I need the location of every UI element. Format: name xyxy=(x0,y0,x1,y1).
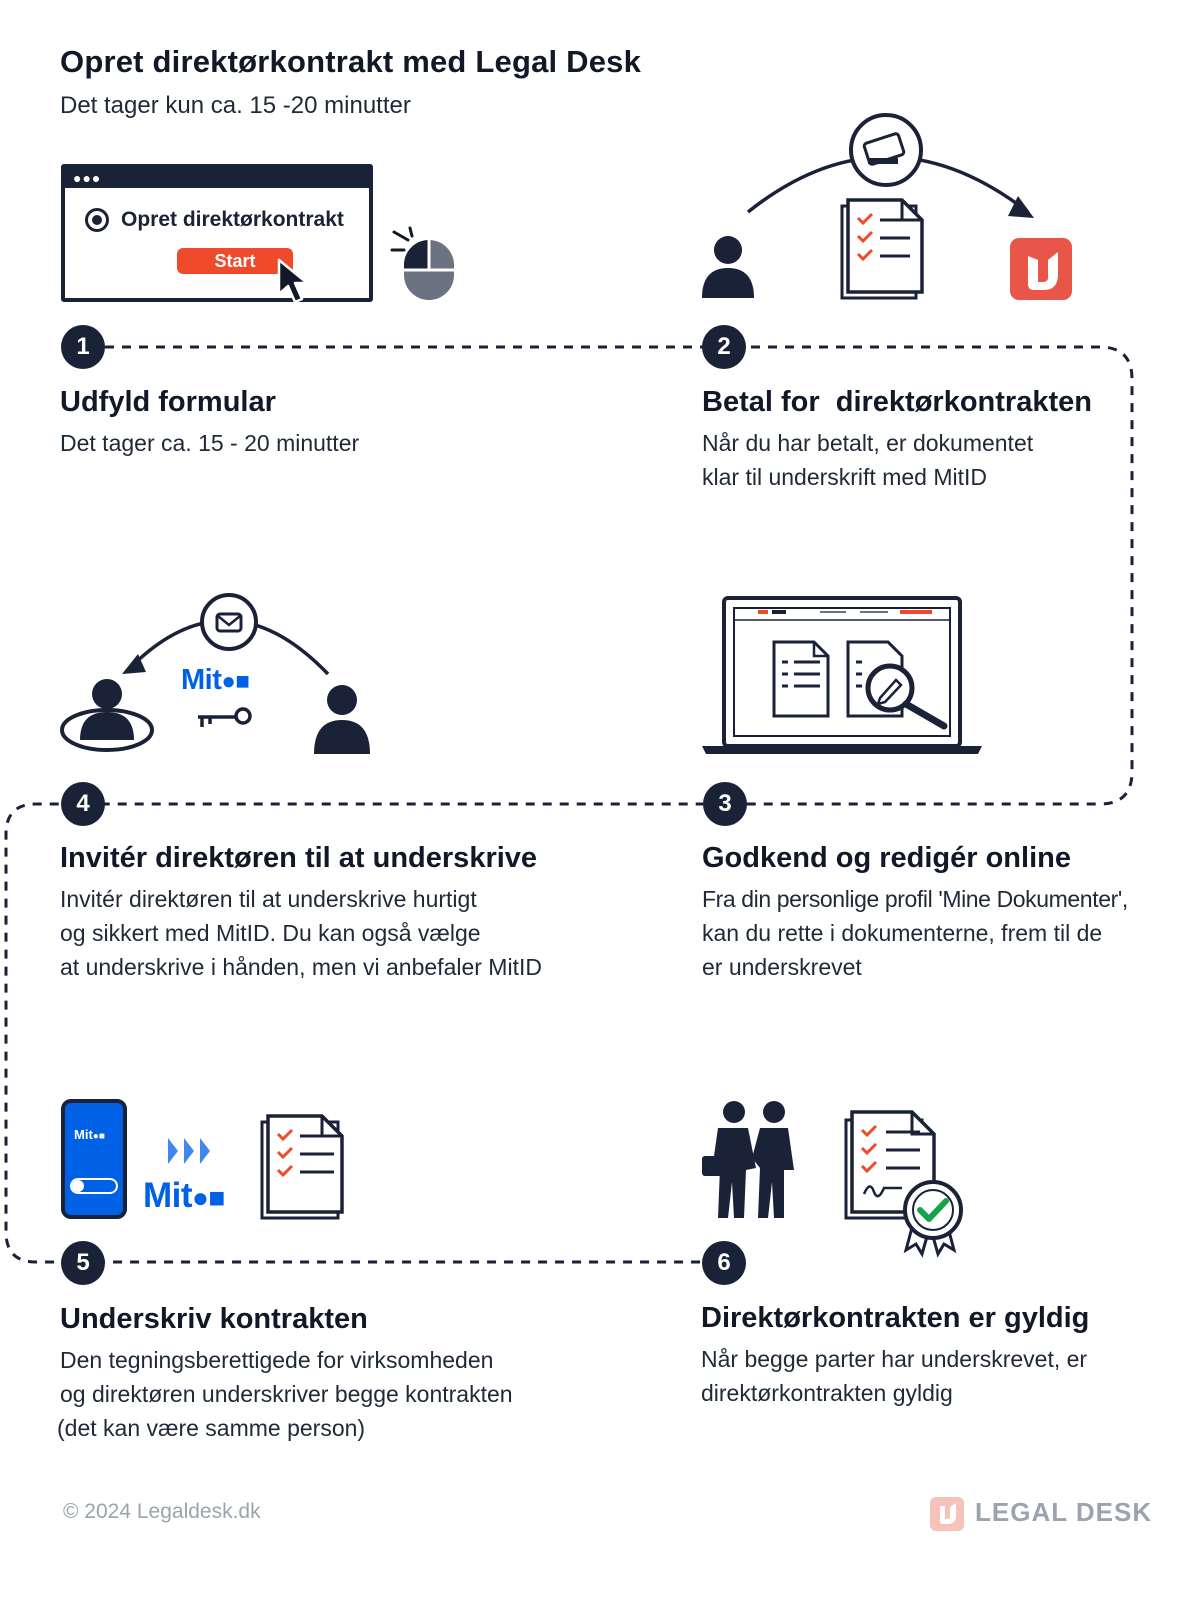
step-1-number: 1 xyxy=(61,325,105,369)
step-6-title: Direktørkontrakten er gyldig xyxy=(701,1302,1090,1334)
mitid-text: Mit xyxy=(181,664,222,696)
laptop-editing-illustration xyxy=(702,596,982,754)
step-2-line-2: klar til underskrift med MitID xyxy=(702,464,988,490)
step-1-title: Udfyld formular xyxy=(60,386,276,418)
step-2-title: Betal for direktørkontrakten xyxy=(702,386,1092,418)
step-4-title: Invitér direktøren til at underskrive xyxy=(60,842,538,874)
option-label: Opret direktørkontrakt xyxy=(121,208,344,231)
browser-titlebar: ●●● xyxy=(65,168,369,188)
mouse-click-icon xyxy=(390,226,454,300)
step-5-line-3: (det kan være samme person) xyxy=(57,1415,366,1441)
step-3-title: Godkend og redigér online xyxy=(702,842,1071,874)
invite-illustration xyxy=(60,593,370,754)
step-6-number: 6 xyxy=(702,1241,746,1285)
step-1-line-1: Det tager ca. 15 - 20 minutter xyxy=(60,430,360,456)
mitid-logo: Mit●■ xyxy=(181,664,250,696)
mitid-logo-large: Mit●■ xyxy=(143,1176,225,1215)
step-2-number: 2 xyxy=(702,325,746,369)
step-3-number: 3 xyxy=(703,782,747,826)
copyright: © 2024 Legaldesk.dk xyxy=(63,1500,261,1523)
cursor-icon xyxy=(277,258,309,304)
step-5-title: Underskriv kontrakten xyxy=(60,1303,368,1335)
handshake-certificate-illustration xyxy=(702,1101,963,1258)
step-3-line-2: kan du rette i dokumenterne, frem til de xyxy=(702,920,1103,946)
step-2-line-1: Når du har betalt, er dokumentet xyxy=(702,430,1034,456)
radio-icon[interactable] xyxy=(85,208,109,232)
legal-desk-logo-icon xyxy=(930,1497,964,1531)
step-6-line-2: direktørkontrakten gyldig xyxy=(701,1380,953,1406)
step-5-number: 5 xyxy=(61,1241,105,1285)
brand-wordmark: LEGAL DESK xyxy=(975,1497,1153,1527)
mitid-large-text: Mit xyxy=(143,1176,193,1215)
step-6-line-1: Når begge parter har underskrevet, er xyxy=(701,1346,1088,1372)
step-4-line-2: og sikkert med MitID. Du kan også vælge xyxy=(60,920,481,946)
step-3-line-1: Fra din personlige profil 'Mine Dokument… xyxy=(702,886,1128,912)
page-title: Opret direktørkontrakt med Legal Desk xyxy=(60,44,642,79)
step-5-line-1: Den tegningsberettigede for virksomheden xyxy=(60,1347,494,1373)
start-button[interactable]: Start xyxy=(177,248,293,274)
mitid-signing-illustration xyxy=(61,1099,344,1220)
phone-mitid-label: Mit●■ xyxy=(74,1127,105,1142)
window-dots-icon: ●●● xyxy=(73,170,102,186)
step-4-line-3: at underskrive i hånden, men vi anbefale… xyxy=(60,954,542,980)
step-5-line-2: og direktøren underskriver begge kontrak… xyxy=(60,1381,513,1407)
step-3-line-3: er underskrevet xyxy=(702,954,862,980)
step-4-number: 4 xyxy=(61,782,105,826)
payment-flow-illustration xyxy=(702,113,1072,300)
page-subtitle: Det tager kun ca. 15 -20 minutter xyxy=(60,92,411,119)
browser-mock: ●●● Opret direktørkontrakt Start xyxy=(61,164,373,302)
step-4-line-1: Invitér direktøren til at underskrive hu… xyxy=(60,886,477,912)
phone-mitid-text: Mit xyxy=(74,1127,93,1142)
